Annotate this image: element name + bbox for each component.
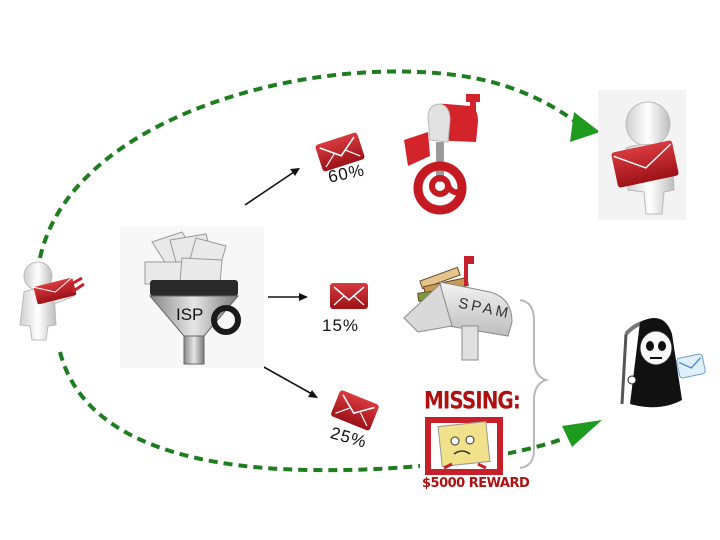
- sender-figure-icon: [19, 261, 85, 341]
- arrow-to-spam: [268, 293, 308, 301]
- recipient-figure-icon: [598, 90, 686, 220]
- brace-bracket: [519, 299, 550, 469]
- arrow-to-inbox: [244, 168, 300, 206]
- arrow-to-missing: [261, 365, 318, 398]
- envelope-icon-spam: [330, 283, 368, 309]
- funnel-label: ISP: [176, 305, 204, 324]
- upper-path-arc: [38, 69, 600, 259]
- missing-poster-title: MISSING:: [424, 385, 521, 415]
- funnel-icon: [120, 226, 264, 368]
- envelope-icon-inbox: [315, 132, 365, 172]
- missing-poster-reward: $5000 REWARD: [422, 476, 530, 491]
- grim-reaper-icon: [620, 318, 706, 408]
- spam-percent-label: 15%: [322, 316, 360, 335]
- mailbox-icon: [404, 94, 480, 215]
- missing-poster-icon: [420, 382, 508, 498]
- lower-path-arc: [58, 351, 602, 473]
- spam-mailbox-icon: [403, 256, 513, 361]
- envelope-icon-missing: [331, 390, 379, 431]
